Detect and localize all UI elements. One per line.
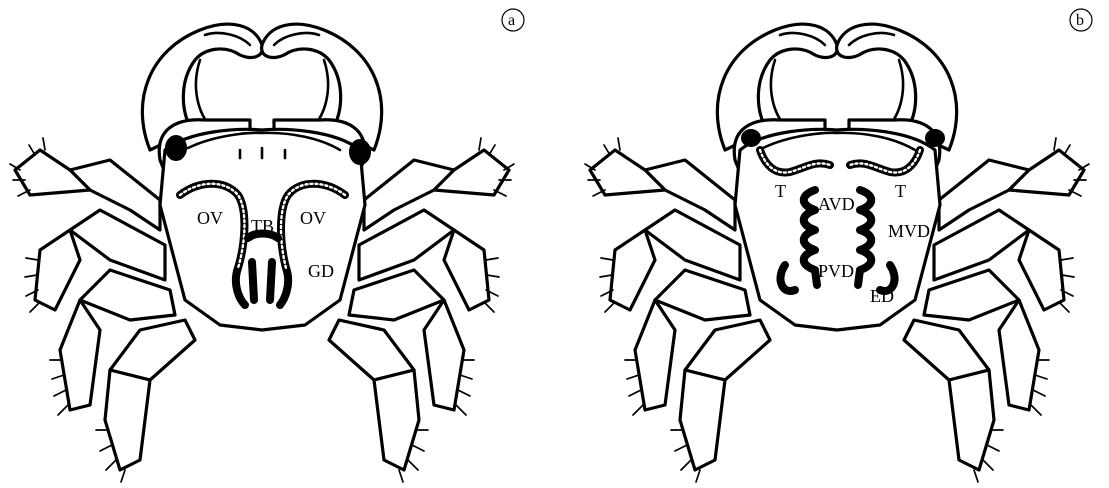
label-pvd: PVD (818, 261, 854, 281)
panel-a: OV TB OV GD a (10, 9, 524, 482)
label-tb: TB (251, 216, 274, 236)
panel-marker-a: a (508, 12, 515, 29)
label-ed: ED (870, 286, 894, 306)
eye-right-b (926, 130, 944, 146)
eye-right-a (350, 140, 370, 164)
label-t-left: T (775, 181, 786, 201)
label-ov-left: OV (197, 208, 223, 228)
label-mvd: MVD (888, 221, 930, 241)
label-avd: AVD (818, 194, 855, 214)
genital-duct-right (270, 262, 272, 300)
panel-marker-b: b (1076, 12, 1084, 29)
eye-left-a (166, 136, 186, 160)
eye-left-b (742, 130, 760, 146)
label-gd: GD (308, 261, 334, 281)
label-ov-right: OV (300, 208, 326, 228)
genital-duct-left (252, 262, 254, 300)
panel-b: T AVD T MVD PVD ED b (585, 9, 1092, 482)
label-t-right: T (895, 181, 906, 201)
